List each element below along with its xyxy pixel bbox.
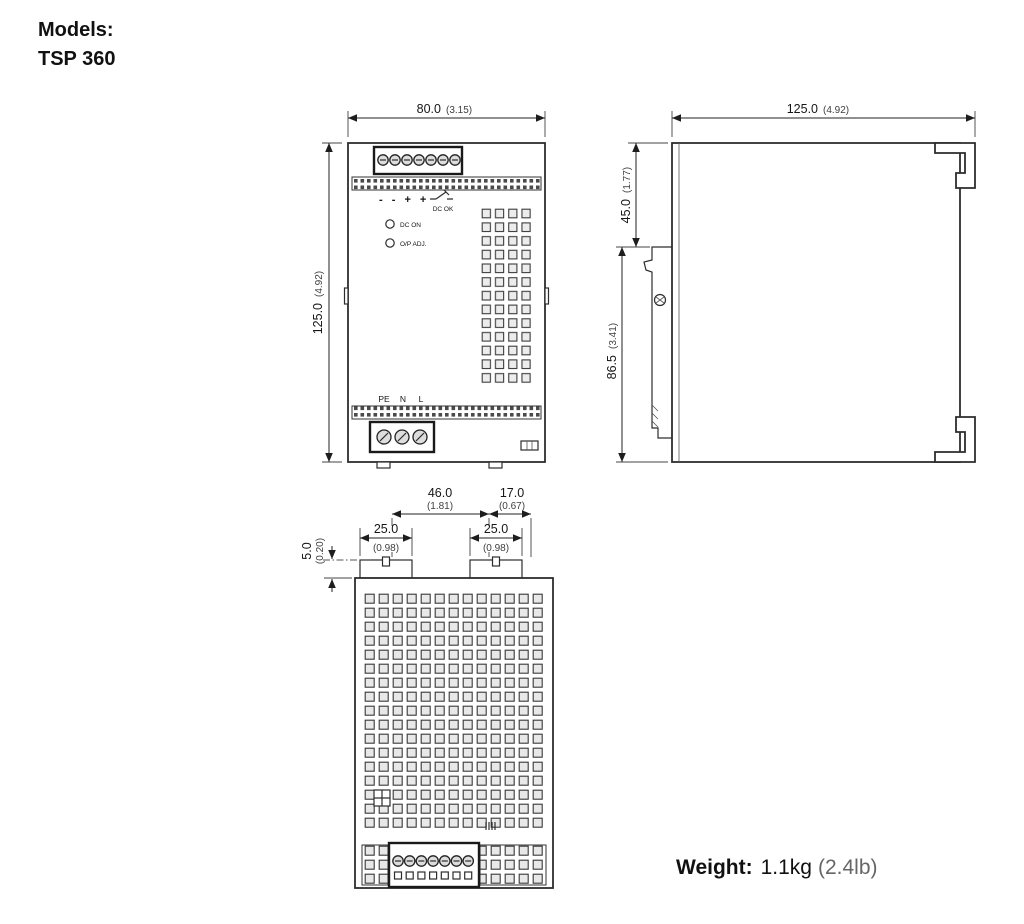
bottom-marking xyxy=(485,822,496,830)
bottom-25-right-dimension: 25.0 (0.98) xyxy=(469,522,523,556)
dc-on-label: DC ON xyxy=(400,222,421,229)
n-label: N xyxy=(400,394,406,404)
tab-screw-slot-left xyxy=(381,556,391,567)
model-header: Models: TSP 360 xyxy=(38,16,115,74)
bottom-adjust-component xyxy=(373,789,391,807)
side-upper-height-dimension: 45.0 (1.77) xyxy=(616,142,668,248)
bottom-right-vent-strip xyxy=(479,844,547,886)
bottom-25-left-dimension: 25.0 (0.98) xyxy=(359,522,413,556)
l-label: L xyxy=(419,394,424,404)
front-top-vent-band xyxy=(351,176,542,191)
front-left-foot xyxy=(376,461,391,469)
tab-screw-slot-right xyxy=(491,556,501,567)
terminal-screw-icons xyxy=(377,154,461,166)
bottom-terminal-screws xyxy=(392,855,475,867)
side-lower-height-dimension: 86.5 (3.41) xyxy=(605,247,668,463)
bottom-left-vent-strip xyxy=(361,844,389,886)
weight-alt-units: (2.4lb) xyxy=(817,856,878,879)
dim-5-mm: 5.0 xyxy=(300,542,314,559)
side-upper-in: (1.77) xyxy=(622,167,633,193)
front-height-dimension: 125.0 (4.92) xyxy=(311,142,342,463)
front-bottom-terminal-block xyxy=(368,420,436,454)
din-rail-bracket xyxy=(643,246,672,439)
side-depth-in: (4.92) xyxy=(823,105,849,116)
dim-25l-in: (0.98) xyxy=(373,543,399,554)
dc-on-indicator: DC ON xyxy=(385,219,421,229)
front-height-mm: 125.0 xyxy=(311,303,325,334)
weight-line: Weight: 1.1kg(2.4lb) xyxy=(676,856,878,880)
dim-25l-mm: 25.0 xyxy=(374,522,398,536)
dim-46-mm: 46.0 xyxy=(428,486,452,500)
front-right-foot xyxy=(488,461,503,469)
dim-25r-mm: 25.0 xyxy=(484,522,508,536)
bottom-view: 46.0 (1.81) 17.0 (0.67) 25.0 (0.98) 25.0… xyxy=(300,486,554,889)
dc-ok-switch-icon xyxy=(430,189,453,200)
bottom-5-dimension: 5.0 (0.20) xyxy=(300,538,358,592)
op-adj-label: O/P ADJ. xyxy=(400,241,427,248)
din-spring-hatch xyxy=(651,404,659,428)
weight-value: 1.1kg xyxy=(760,856,812,879)
side-upper-mm: 45.0 xyxy=(619,199,633,223)
model-name: TSP 360 xyxy=(38,48,116,70)
bottom-46-17-dimensions: 46.0 (1.81) 17.0 (0.67) xyxy=(391,486,532,557)
dim-5-in: (0.20) xyxy=(315,538,326,564)
op-adj-indicator: O/P ADJ. xyxy=(385,238,427,248)
mounting-tab-left xyxy=(359,556,413,579)
side-body-outline xyxy=(671,142,961,463)
side-depth-mm: 125.0 xyxy=(787,102,818,116)
mounting-tab-right xyxy=(469,556,523,579)
bottom-terminal-section xyxy=(361,841,547,889)
side-lower-mm: 86.5 xyxy=(605,355,619,379)
side-view: 125.0 (4.92) 45.0 (1. xyxy=(605,102,976,463)
bottom-vent-grid xyxy=(363,592,545,830)
bottom-terminal-clamps xyxy=(393,871,473,880)
weight-label: Weight: xyxy=(676,856,753,879)
front-view: 80.0 (3.15) 125.0 (4.92) xyxy=(311,102,550,469)
terminal-polarity-label: - - + + xyxy=(379,194,429,206)
models-label: Models: xyxy=(38,19,114,41)
dim-17-in: (0.67) xyxy=(499,501,525,512)
front-left-notch xyxy=(343,287,349,305)
front-small-connector xyxy=(520,440,539,451)
front-top-terminal-block xyxy=(372,145,464,176)
side-lower-in: (3.41) xyxy=(608,323,619,349)
side-depth-dimension: 125.0 (4.92) xyxy=(671,102,976,137)
bezel-clip-bottom xyxy=(934,416,976,463)
dc-ok-label: DC OK xyxy=(433,206,454,213)
dim-46-in: (1.81) xyxy=(427,501,453,512)
front-width-dimension: 80.0 (3.15) xyxy=(347,102,546,137)
front-bottom-vent-band xyxy=(351,405,542,420)
pe-label: PE xyxy=(378,394,390,404)
dim-17-mm: 17.0 xyxy=(500,486,524,500)
dim-25r-in: (0.98) xyxy=(483,543,509,554)
front-vent-grid xyxy=(480,207,533,385)
front-height-in: (4.92) xyxy=(314,271,325,297)
bezel-clip-top xyxy=(934,142,976,189)
front-width-in: (3.15) xyxy=(446,105,472,116)
front-right-notch xyxy=(544,287,550,305)
front-width-mm: 80.0 xyxy=(417,102,441,116)
